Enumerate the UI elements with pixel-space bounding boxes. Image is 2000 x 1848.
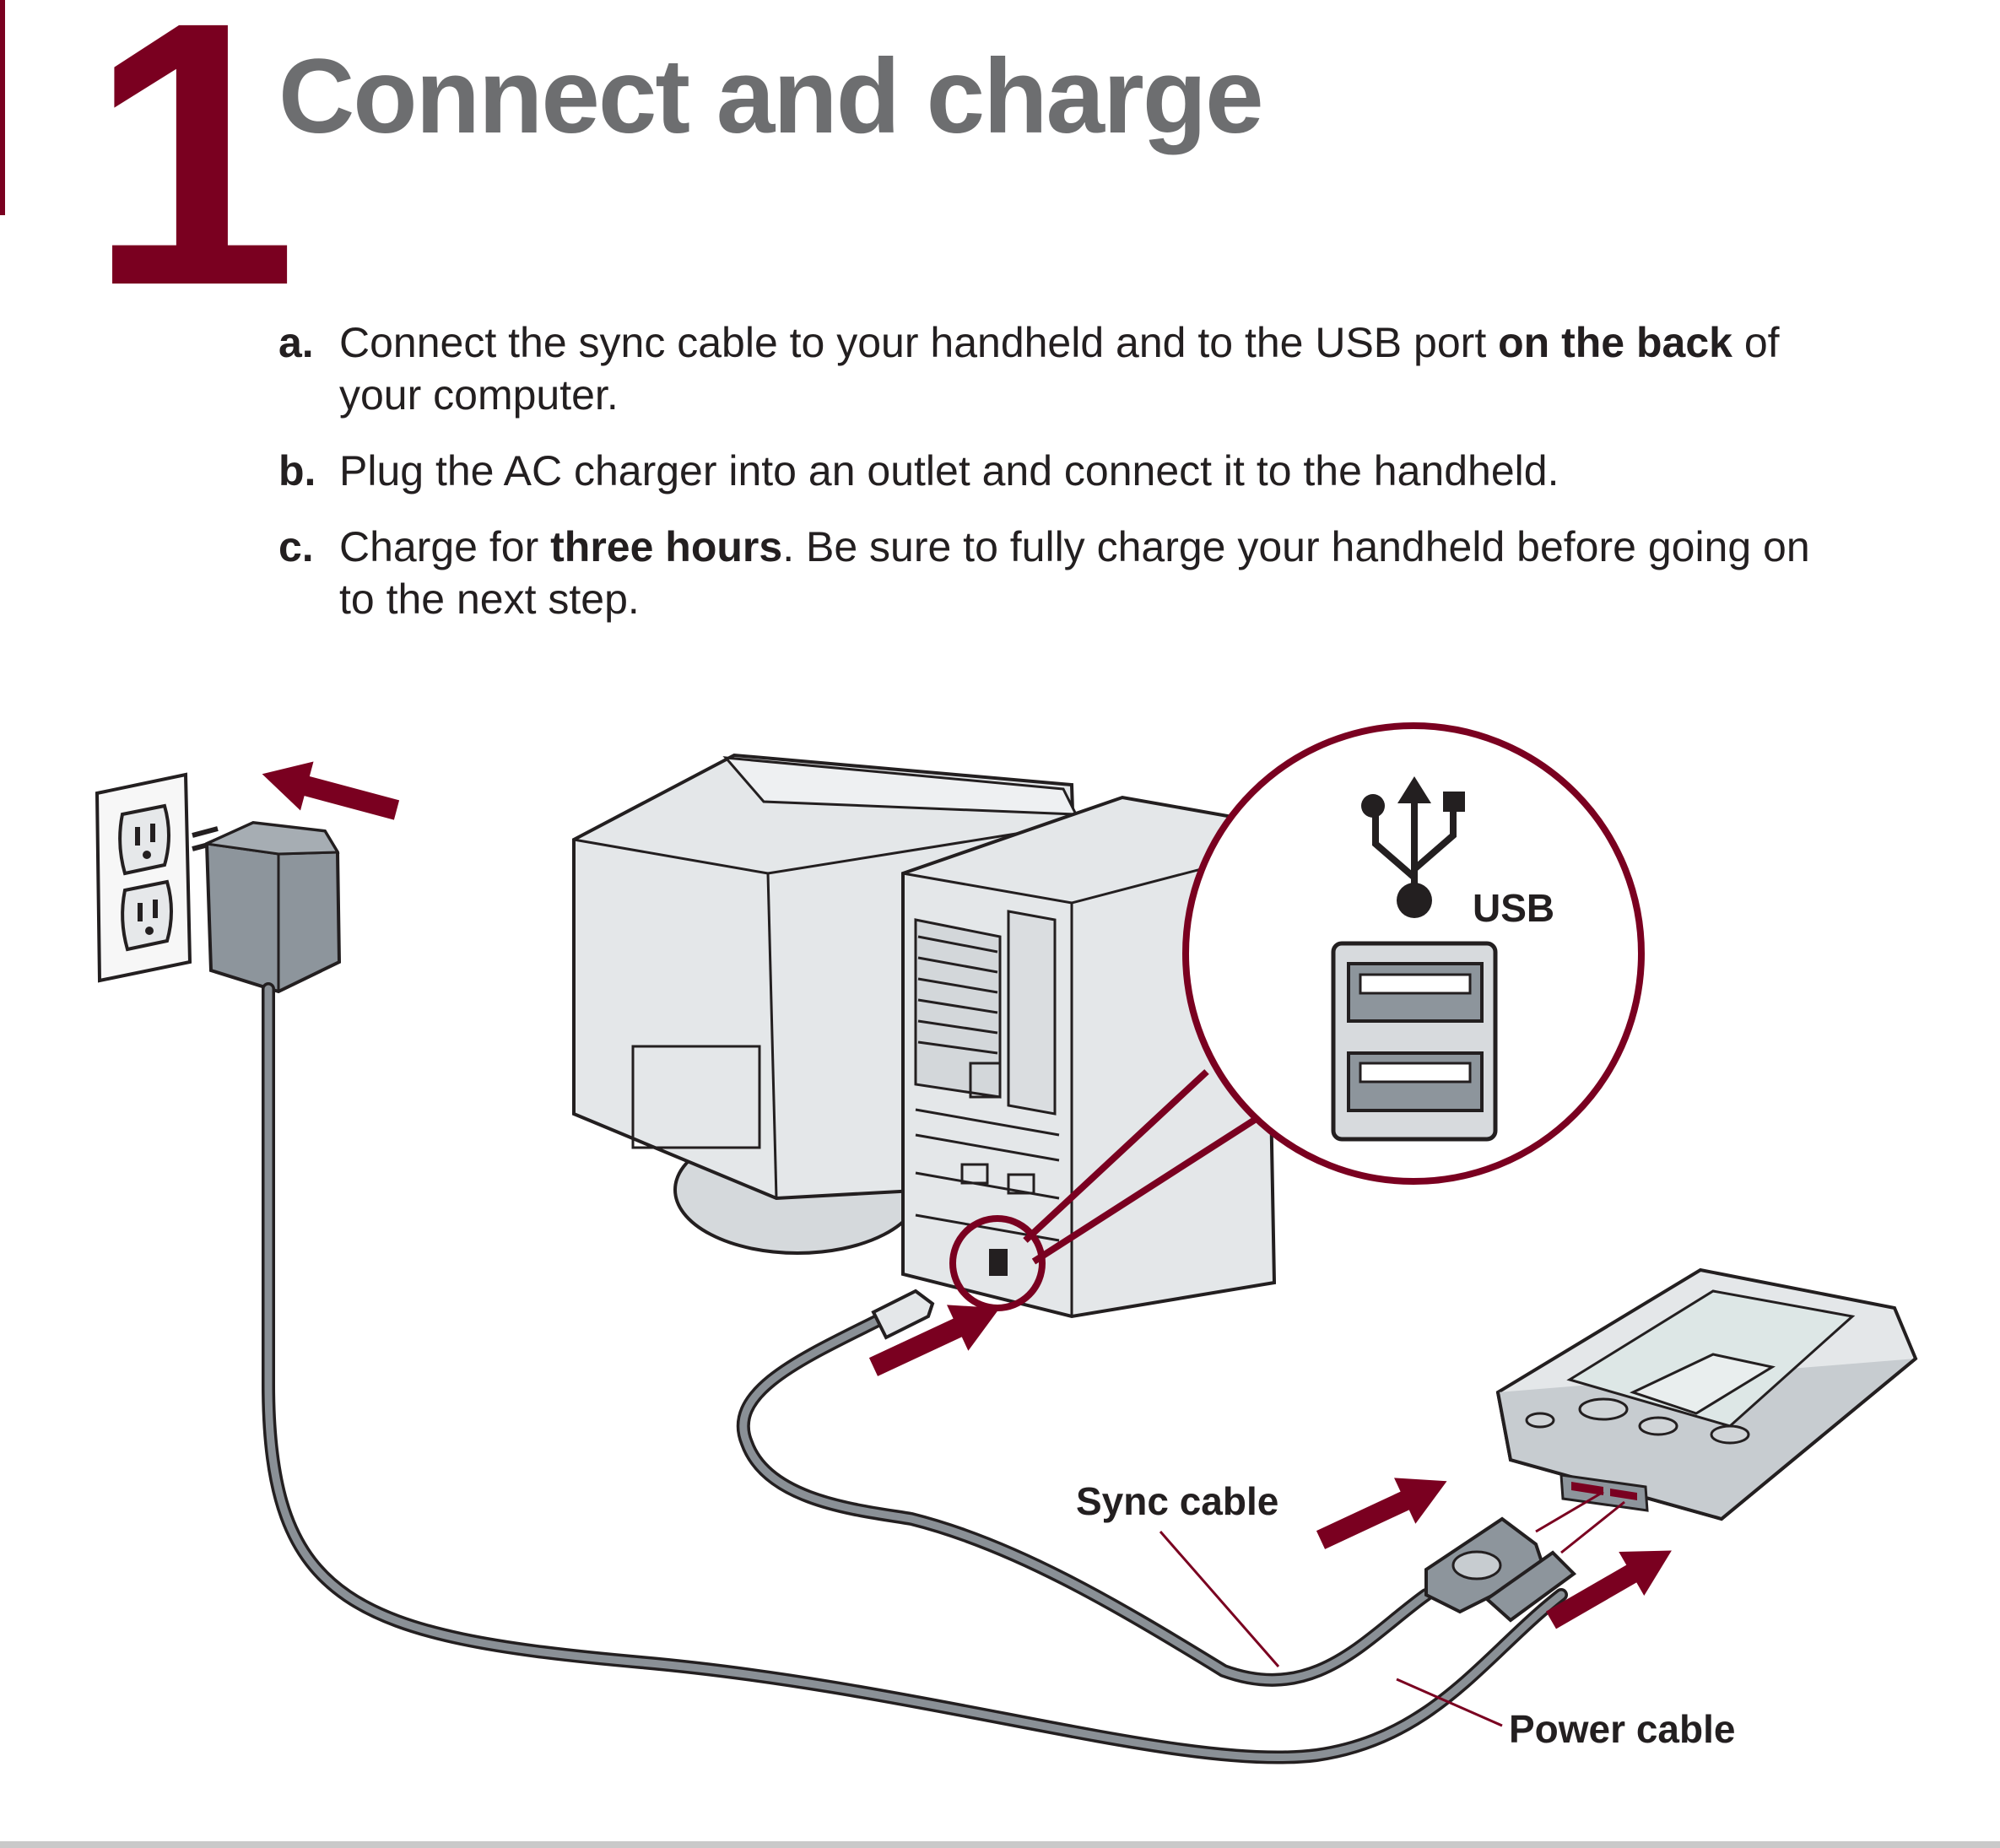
setup-illustration: USB Sync cable Power cable [95,722,1918,1764]
power-cable-label: Power cable [1509,1707,1735,1751]
usb-port-icon [1331,941,1498,1142]
ac-charger-icon [192,820,342,994]
bottom-rule [0,1841,2000,1848]
instruction-list: a. Connect the sync cable to your handhel… [278,316,1823,649]
handheld-device-icon [1495,1267,1918,1521]
step-text: Plug the AC charger into an outlet and c… [339,447,1559,494]
step-text: . Be sure to fully charge your handheld … [339,523,1810,623]
instruction-step: b. Plug the AC charger into an outlet and… [278,445,1823,497]
left-edge-bar [0,0,5,215]
sync-cable-label: Sync cable [1076,1479,1278,1523]
step-letter: a. [278,319,314,366]
step-text: Charge for [339,523,551,570]
step-number: 1 [89,0,297,364]
step-letter: b. [278,447,316,494]
instruction-step: c. Charge for three hours. Be sure to ful… [278,521,1823,625]
computer-tower-icon [901,795,1277,1319]
usb-label: USB [1473,886,1554,930]
step-emphasis: three hours [550,523,783,570]
step-letter: c. [278,523,314,570]
step-text: Connect the sync cable to your handheld … [339,319,1499,366]
usb-symbol-icon [1361,776,1465,918]
page-title: Connect and charge [278,38,1264,155]
instruction-step: a. Connect the sync cable to your handhel… [278,316,1823,421]
step-emphasis: on the back [1498,319,1732,366]
outlet-icon [95,772,192,983]
step-text: of your computer. [339,319,1780,419]
